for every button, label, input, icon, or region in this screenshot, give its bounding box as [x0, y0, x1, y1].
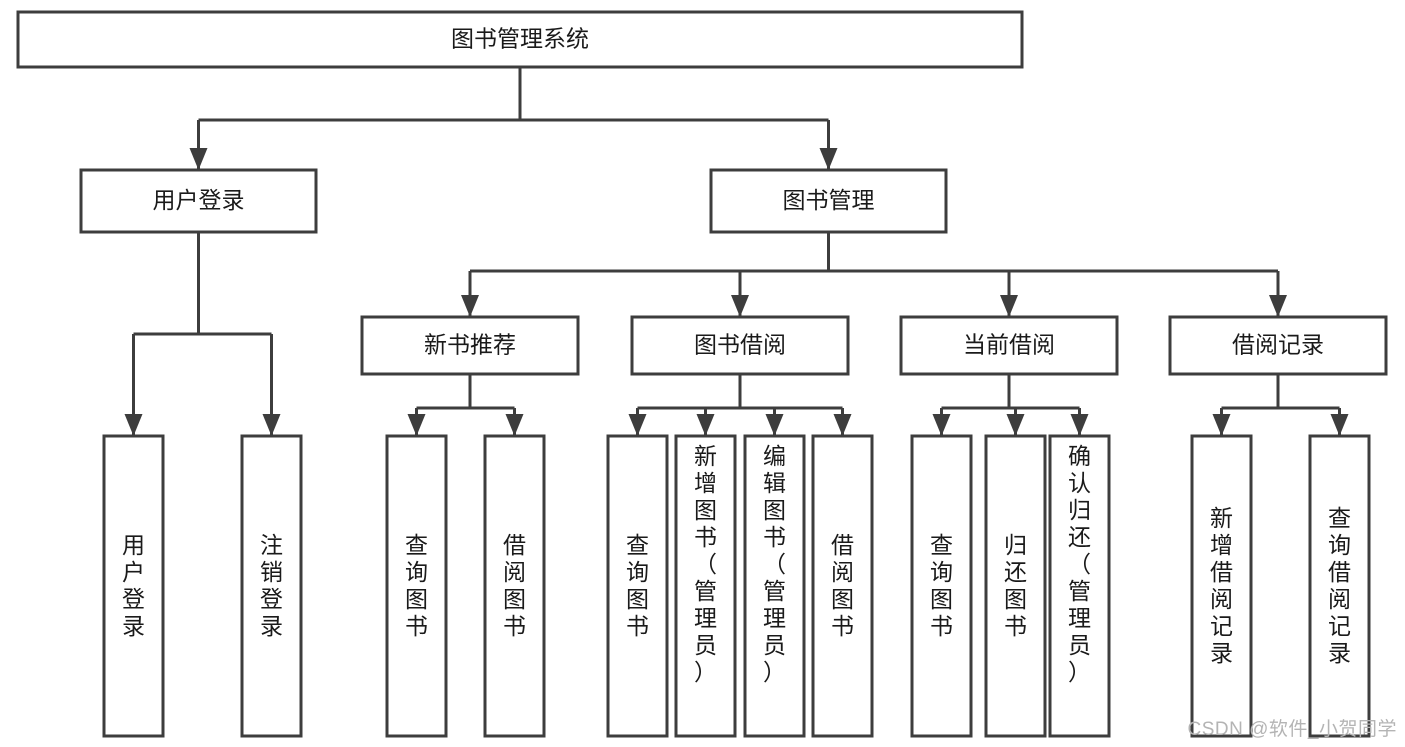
node-leaf-borrow-book[interactable]: 借阅图书: [811, 434, 874, 738]
leaf-box: [102, 434, 165, 738]
leaf-box: [674, 434, 737, 738]
node-label: 查询图书: [626, 532, 649, 639]
arrow-head-icon: [189, 148, 208, 170]
node-label: 新增借阅记录: [1210, 505, 1233, 666]
node-leaf-return-book[interactable]: 归还图书: [984, 434, 1047, 738]
node-label: 新书推荐: [424, 332, 516, 358]
arrow-head-icon: [833, 414, 852, 436]
leaf-box: [984, 434, 1047, 738]
node-label: 确认归还（管理员）: [1068, 443, 1091, 685]
arrow-head-icon: [461, 295, 479, 317]
leaf-box: [1190, 434, 1253, 738]
node-leaf-borrow-book-rec[interactable]: 借阅图书: [483, 434, 546, 738]
node-leaf-confirm-return[interactable]: 确认归还（管理员）: [1048, 434, 1111, 738]
node-label: 图书管理系统: [451, 26, 589, 52]
arrow-head-icon: [262, 414, 281, 436]
leaf-box: [910, 434, 973, 738]
node-label: 注销登录: [260, 532, 283, 639]
node-new-book-rec[interactable]: 新书推荐: [360, 315, 580, 376]
level2-box: [79, 168, 318, 234]
node-label: 新增图书（管理员）: [694, 443, 717, 685]
level3-box: [899, 315, 1119, 376]
root-box: [16, 10, 1024, 69]
leaf-box: [811, 434, 874, 738]
leaf-box: [385, 434, 448, 738]
arrow-head-icon: [628, 414, 647, 436]
node-root[interactable]: 图书管理系统: [16, 10, 1024, 69]
node-label: 查询借阅记录: [1328, 505, 1351, 666]
level2-box: [709, 168, 948, 234]
node-leaf-query-book-cur[interactable]: 查询图书: [910, 434, 973, 738]
arrow-head-icon: [1212, 414, 1231, 436]
level3-box: [630, 315, 850, 376]
node-book-borrow[interactable]: 图书借阅: [630, 315, 850, 376]
node-label: 借阅图书: [503, 532, 526, 639]
arrow-head-icon: [1330, 414, 1349, 436]
node-leaf-logout[interactable]: 注销登录: [240, 434, 303, 738]
node-current-borrow[interactable]: 当前借阅: [899, 315, 1119, 376]
node-leaf-add-record[interactable]: 新增借阅记录: [1190, 434, 1253, 738]
node-label: 借阅图书: [831, 532, 854, 639]
arrow-head-icon: [1000, 295, 1018, 317]
arrow-head-icon: [696, 414, 715, 436]
connector-layer: [124, 67, 1349, 436]
node-label: 查询图书: [930, 532, 953, 639]
node-label: 用户登录: [122, 532, 145, 639]
node-borrow-record[interactable]: 借阅记录: [1168, 315, 1388, 376]
node-book-manage[interactable]: 图书管理: [709, 168, 948, 234]
leaf-box: [483, 434, 546, 738]
arrow-head-icon: [731, 295, 749, 317]
leaf-box: [1308, 434, 1371, 738]
level3-box: [360, 315, 580, 376]
node-leaf-user-login[interactable]: 用户登录: [102, 434, 165, 738]
node-layer: 图书管理系统用户登录图书管理新书推荐图书借阅当前借阅借阅记录用户登录注销登录查询…: [16, 10, 1388, 738]
leaf-box: [1048, 434, 1111, 738]
node-label: 借阅记录: [1232, 332, 1324, 358]
node-user-login[interactable]: 用户登录: [79, 168, 318, 234]
node-label: 当前借阅: [963, 332, 1055, 358]
arrow-head-icon: [932, 414, 951, 436]
node-label: 编辑图书（管理员）: [763, 443, 786, 685]
leaf-box: [240, 434, 303, 738]
arrow-head-icon: [505, 414, 524, 436]
arrow-head-icon: [765, 414, 784, 436]
arrow-head-icon: [1006, 414, 1025, 436]
node-leaf-query-book-rec[interactable]: 查询图书: [385, 434, 448, 738]
node-label: 归还图书: [1004, 532, 1027, 639]
node-leaf-query-book-borrow[interactable]: 查询图书: [606, 434, 669, 738]
arrow-head-icon: [124, 414, 143, 436]
node-leaf-edit-book[interactable]: 编辑图书（管理员）: [743, 434, 806, 738]
node-leaf-query-record[interactable]: 查询借阅记录: [1308, 434, 1371, 738]
arrow-head-icon: [1070, 414, 1089, 436]
arrow-head-icon: [1269, 295, 1287, 317]
level3-box: [1168, 315, 1388, 376]
node-leaf-add-book[interactable]: 新增图书（管理员）: [674, 434, 737, 738]
node-label: 用户登录: [153, 187, 245, 213]
leaf-box: [606, 434, 669, 738]
arrow-head-icon: [407, 414, 426, 436]
arrow-head-icon: [819, 148, 838, 170]
node-label: 查询图书: [405, 532, 428, 639]
node-label: 图书借阅: [694, 332, 786, 358]
leaf-box: [743, 434, 806, 738]
node-label: 图书管理: [783, 187, 875, 213]
